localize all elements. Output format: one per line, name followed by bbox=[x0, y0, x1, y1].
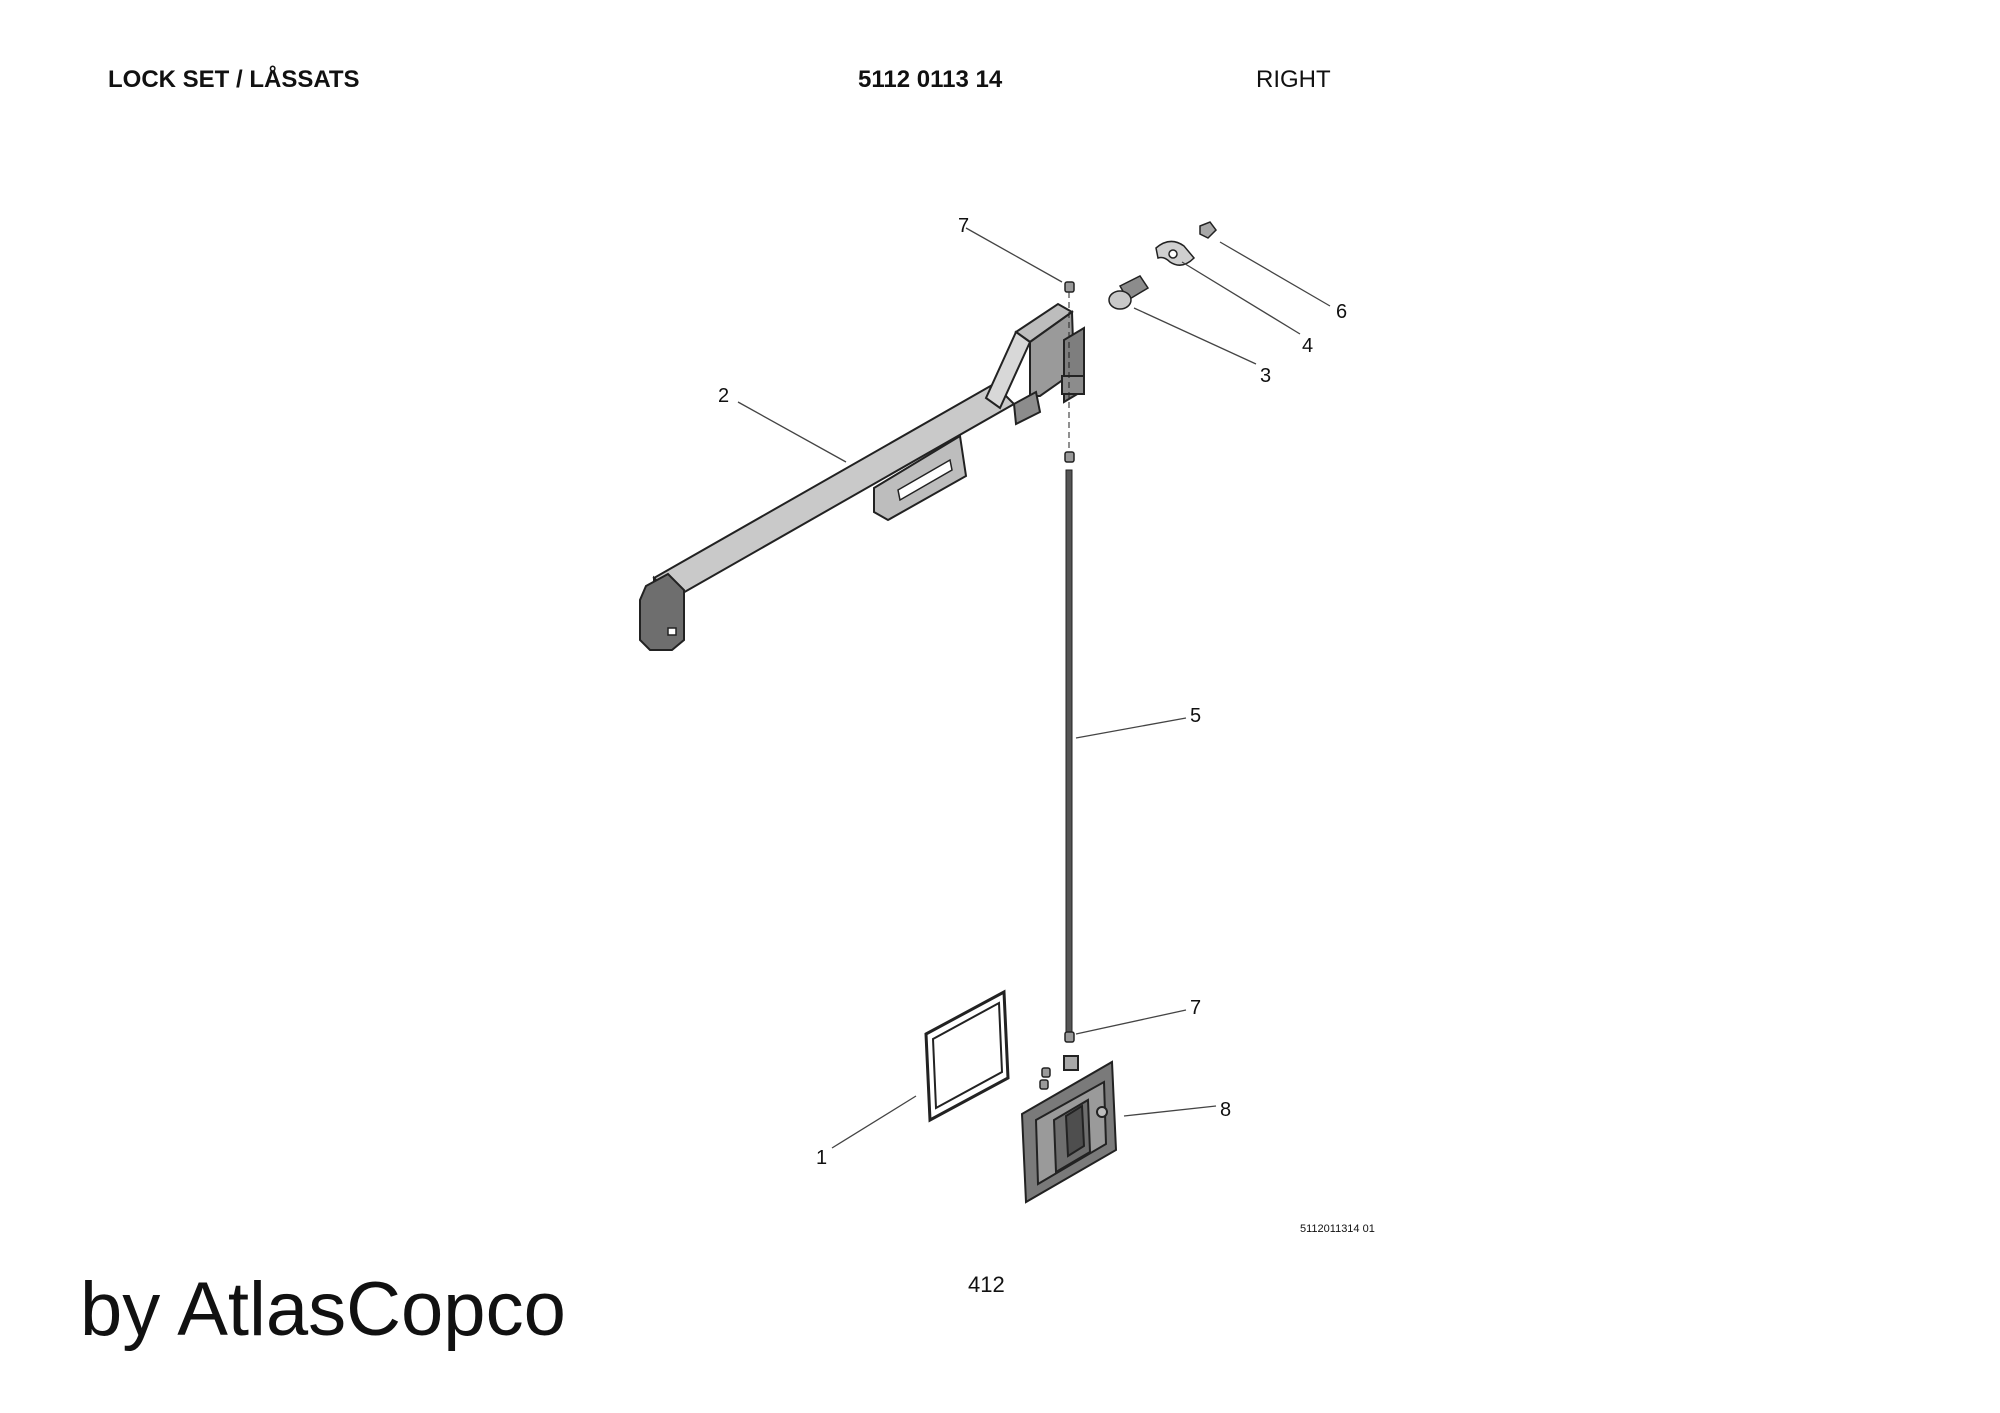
bolt-catch-assembly bbox=[1108, 221, 1217, 310]
gasket bbox=[924, 989, 1010, 1123]
callout-6: 6 bbox=[1336, 301, 1347, 323]
callout-8: 8 bbox=[1220, 1099, 1231, 1121]
part-number: 5112 0113 14 bbox=[858, 66, 1003, 93]
drawing-reference: 5112011314 01 bbox=[1300, 1223, 1375, 1235]
door-handle-bar bbox=[639, 302, 1085, 651]
callout-7-upper: 7 bbox=[958, 215, 969, 237]
callout-7-lower: 7 bbox=[1190, 997, 1201, 1019]
nut-upper-set bbox=[1064, 281, 1075, 463]
nut-lower bbox=[1064, 1031, 1075, 1043]
callout-2: 2 bbox=[718, 385, 729, 407]
brand-watermark: by AtlasCopco bbox=[80, 1267, 566, 1352]
paddle-lock bbox=[1020, 1055, 1118, 1204]
callout-1: 1 bbox=[816, 1147, 827, 1169]
page-number: 412 bbox=[968, 1272, 1005, 1297]
lock-rod bbox=[1065, 469, 1073, 1033]
callout-3: 3 bbox=[1260, 365, 1271, 387]
leader-lines bbox=[737, 227, 1331, 1149]
callout-5: 5 bbox=[1190, 705, 1201, 727]
page-title: LOCK SET / LÅSSATS bbox=[108, 66, 360, 93]
callout-4: 4 bbox=[1302, 335, 1313, 357]
side-label: RIGHT bbox=[1256, 66, 1331, 93]
